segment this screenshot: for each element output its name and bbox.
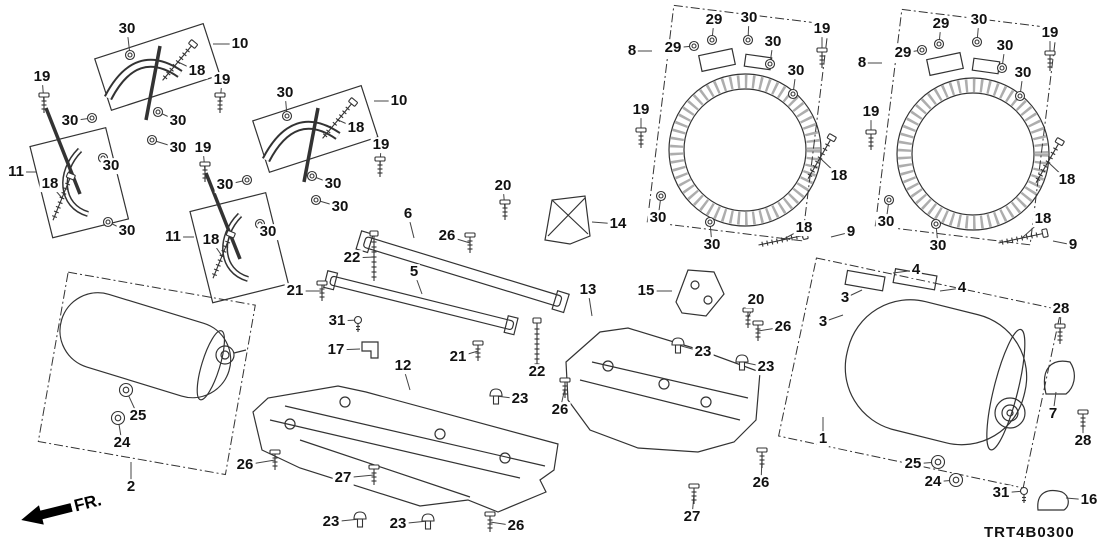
fastener-glyph-30 [883, 194, 895, 206]
fastener-glyph-26 [269, 449, 281, 471]
tank-labels-3-4 [844, 268, 938, 292]
part-6-cross-member-upper [355, 230, 570, 314]
fastener-glyph-30 [281, 110, 293, 122]
fastener-glyph-30 [97, 152, 109, 164]
fastener-glyph-28 [1054, 323, 1066, 345]
fastener-glyph-21 [472, 340, 484, 362]
fastener-glyph-30 [787, 88, 799, 100]
fastener-glyph-30 [86, 112, 98, 124]
fastener-glyph-23 [353, 511, 367, 528]
fastener-glyph-30 [1014, 90, 1026, 102]
part-2-fuel-tank-left [37, 271, 256, 476]
fastener-glyph-20 [742, 307, 754, 329]
fastener-glyph-30 [310, 194, 322, 206]
fastener-glyph-30 [241, 174, 253, 186]
fastener-glyph-30 [655, 190, 667, 202]
fastener-glyph-30 [146, 134, 158, 146]
fastener-glyph-30 [254, 218, 266, 230]
part-17-clamp [361, 341, 379, 359]
fastener-glyph-23 [671, 337, 685, 354]
fastener-glyph-29 [688, 40, 700, 52]
fastener-glyph-18 [158, 38, 199, 84]
fastener-glyph-29 [933, 38, 945, 50]
fastener-glyph-19 [374, 156, 386, 178]
part-1-fuel-tank-right [778, 257, 1062, 489]
fastener-glyph-29 [916, 44, 928, 56]
fastener-glyph-19 [816, 47, 828, 69]
fastener-glyph-19 [635, 127, 647, 149]
part-13-skid-plate-rear [565, 327, 761, 453]
fastener-glyph-22 [532, 317, 542, 369]
part-16-bracket [1037, 489, 1069, 511]
part-5-cross-member-lower [322, 270, 519, 336]
fastener-glyph-25 [930, 454, 946, 470]
fastener-glyph-26 [484, 511, 496, 533]
fastener-glyph-24 [110, 410, 126, 426]
fastener-glyph-30 [996, 62, 1008, 74]
fastener-glyph-26 [756, 447, 768, 469]
part-7-bracket [1043, 360, 1075, 395]
part-12-skid-plate-front [252, 385, 559, 513]
fastener-glyph-24 [948, 472, 964, 488]
fastener-glyph-26 [464, 232, 476, 254]
part-15-bracket [675, 269, 725, 317]
fastener-glyph-23 [421, 513, 435, 530]
fastener-glyph-31 [353, 315, 363, 333]
fastener-glyph-30 [930, 218, 942, 230]
fastener-glyph-28 [1077, 409, 1089, 431]
fastener-glyph-30 [764, 58, 776, 70]
fastener-glyph-25 [118, 382, 134, 398]
fastener-glyph-27 [688, 483, 700, 505]
fastener-glyph-23 [489, 388, 503, 405]
fastener-glyph-30 [124, 49, 136, 61]
fastener-glyph-19 [214, 92, 226, 114]
part-8-tank-band-front [646, 4, 830, 242]
fastener-glyph-19 [1044, 50, 1056, 72]
fastener-glyph-31 [1019, 486, 1029, 504]
fastener-glyph-26 [559, 377, 571, 399]
fastener-glyph-20 [499, 199, 511, 221]
diagram-code: TRT4B0300 [984, 524, 1075, 541]
fastener-glyph-30 [102, 216, 114, 228]
fastener-glyph-18 [757, 230, 809, 250]
fastener-glyph-19 [865, 129, 877, 151]
fastener-glyph-23 [735, 354, 749, 371]
fastener-glyph-30 [742, 34, 754, 46]
fastener-glyph-30 [971, 36, 983, 48]
part-14-bracket [544, 195, 591, 245]
fastener-glyph-30 [306, 170, 318, 182]
part-8-tank-band-rear [874, 8, 1058, 246]
fastener-glyph-30 [704, 216, 716, 228]
fastener-glyph-29 [706, 34, 718, 46]
fastener-glyph-30 [152, 106, 164, 118]
fastener-glyph-26 [752, 320, 764, 342]
